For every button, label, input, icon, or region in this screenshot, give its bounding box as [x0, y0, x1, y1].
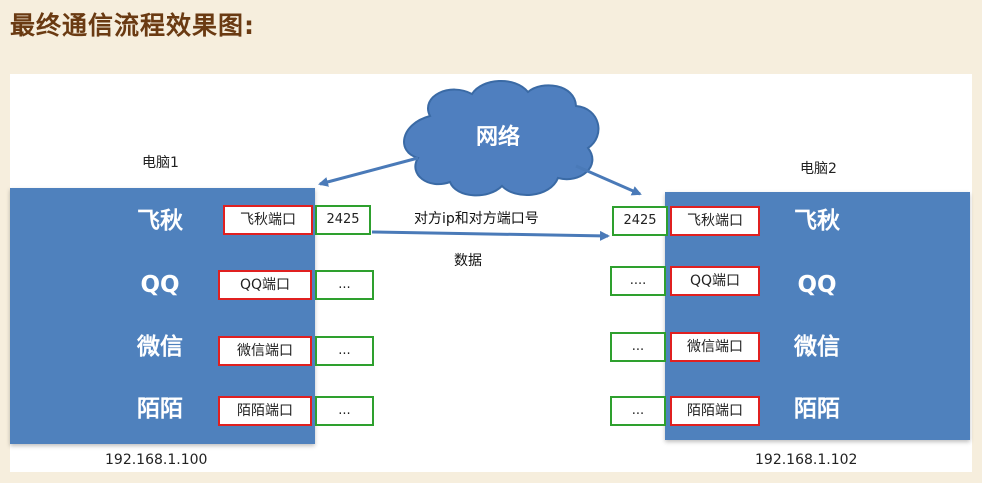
computer1-port-wechat: 微信端口	[218, 336, 312, 366]
computer1-port-momo: 陌陌端口	[218, 396, 312, 426]
network-diagram-graphics: 网络	[318, 79, 642, 241]
arrow-data-transfer	[371, 230, 610, 241]
computer1-port-qq: QQ端口	[218, 270, 312, 300]
computer1-value-wechat: ...	[315, 336, 374, 366]
computer1-app-momo: 陌陌	[137, 396, 183, 422]
computer2-port-momo: 陌陌端口	[670, 396, 760, 426]
computer1-app-wechat: 微信	[137, 334, 183, 360]
computer2-value-momo: ...	[610, 396, 666, 426]
computer1-app-feiqiu: 飞秋	[137, 208, 183, 234]
computer2-app-qq: QQ	[797, 272, 837, 298]
cloud-icon	[403, 79, 600, 197]
arrow-cloud-to-pc2	[575, 164, 642, 196]
computer2-label: 电脑2	[800, 161, 837, 177]
computer1-value-momo: ...	[315, 396, 374, 426]
computer1-value-qq: ...	[315, 270, 374, 300]
arrow-cloud-to-pc1	[318, 156, 419, 187]
computer2-app-feiqiu: 飞秋	[794, 208, 840, 234]
computer2-port-feiqiu: 飞秋端口	[670, 206, 760, 236]
computer1-ip: 192.168.1.100	[105, 452, 208, 468]
computer2-app-momo: 陌陌	[794, 396, 840, 422]
computer1-app-qq: QQ	[140, 272, 180, 298]
computer2-ip: 192.168.1.102	[755, 452, 858, 468]
computer2-value-feiqiu: 2425	[612, 206, 668, 236]
computer1-label: 电脑1	[142, 155, 179, 171]
computer1-value-feiqiu: 2425	[315, 205, 371, 235]
computer2-port-wechat: 微信端口	[670, 332, 760, 362]
computer2-value-wechat: ...	[610, 332, 666, 362]
computer2-value-qq: ....	[610, 266, 666, 296]
computer2-port-qq: QQ端口	[670, 266, 760, 296]
computer1-port-feiqiu: 飞秋端口	[223, 205, 313, 235]
message-label: 对方ip和对方端口号	[414, 211, 539, 227]
data-label: 数据	[454, 253, 482, 269]
network-label: 网络	[476, 124, 520, 150]
computer2-app-wechat: 微信	[794, 334, 840, 360]
diagram-figure: 网络 电脑1 电脑2 对方ip和对方端口号 数据 飞秋 QQ 微信 陌陌 飞秋端…	[10, 74, 972, 472]
page-title: 最终通信流程效果图:	[10, 11, 255, 40]
